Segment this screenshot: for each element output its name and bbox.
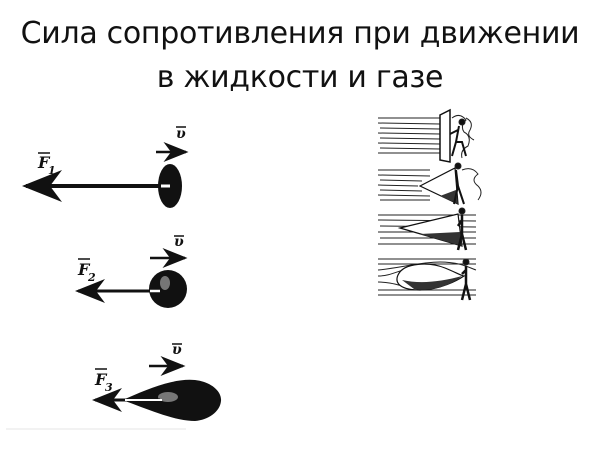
velocity-label-3: υ [172,342,182,358]
flow-panel-cone-forward [377,162,482,205]
flow-panel-teardrop [377,258,477,301]
force-label-3: F [94,370,108,389]
svg-text:2: 2 [87,271,96,284]
item-disc: υ F 1 [22,126,189,208]
velocity-label-1: υ [176,126,186,142]
velocity-label-2: υ [174,234,184,250]
flow-panel-plate [377,108,475,163]
flow-panel-cone-backward [377,207,477,251]
title-line-1: Сила сопротивления при движении [20,16,580,51]
svg-text:3: 3 [105,381,113,394]
force-label-2: F [77,260,91,279]
svg-text:1: 1 [48,164,56,177]
slide-title: Сила сопротивления при движении в жидкос… [0,12,600,100]
force-label-1: F [37,153,51,172]
title-line-2: в жидкости и газе [156,60,444,95]
item-teardrop: υ F 3 [92,342,222,421]
sphere-body [149,270,187,308]
item-sphere: υ F 2 [75,234,188,308]
